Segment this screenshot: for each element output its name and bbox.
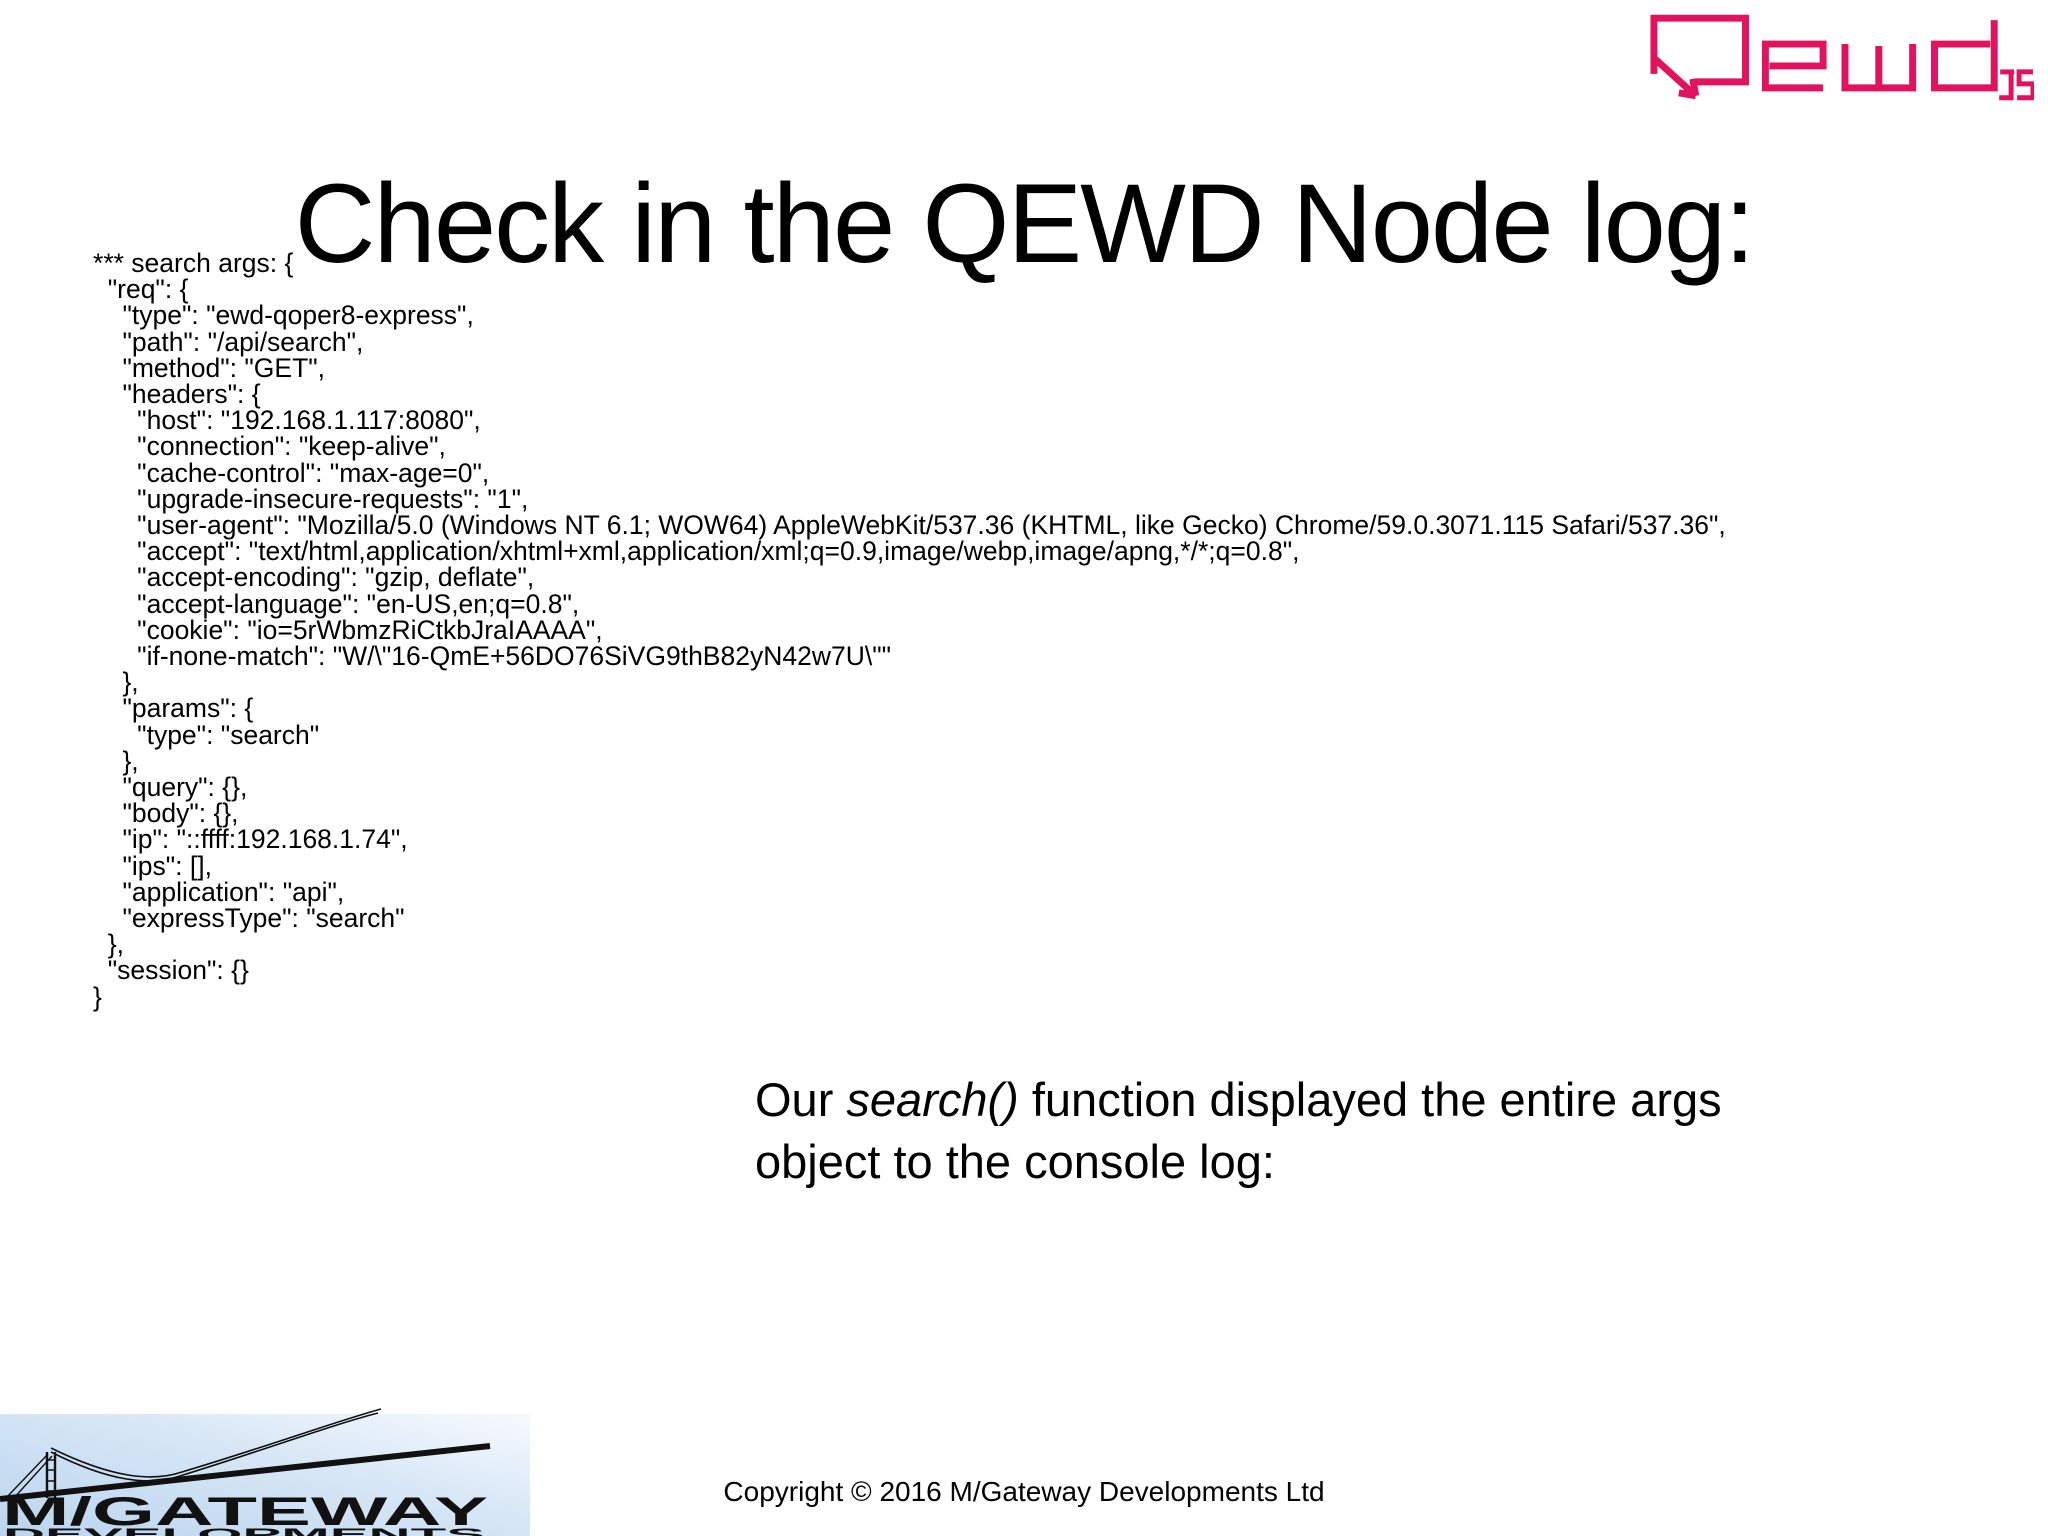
mgateway-logo: M/GATEWAY DEVELOPMENTS bbox=[0, 1408, 530, 1536]
console-log: *** search args: { "req": { "type": "ewd… bbox=[93, 248, 1726, 1012]
bridge-illustration-icon bbox=[0, 1408, 491, 1502]
mgateway-logo-line2: DEVELOPMENTS bbox=[3, 1525, 485, 1536]
page-title: Check in the QEWD Node log: bbox=[294, 161, 1756, 287]
qewd-js-logo-icon bbox=[1650, 14, 2034, 101]
mgateway-logo-line1: M/GATEWAY bbox=[2, 1490, 489, 1534]
mgateway-logo-background bbox=[0, 1414, 530, 1536]
caption-function-name: search() bbox=[846, 1073, 1019, 1126]
qewd-logo-glyphs bbox=[1650, 14, 2034, 101]
caption-prefix: Our bbox=[755, 1073, 847, 1126]
caption-suffix: function displayed the entire args objec… bbox=[755, 1073, 1722, 1189]
caption: Our search() function displayed the enti… bbox=[755, 1069, 1765, 1193]
copyright-text: Copyright © 2016 M/Gateway Developments … bbox=[723, 1476, 1325, 1507]
